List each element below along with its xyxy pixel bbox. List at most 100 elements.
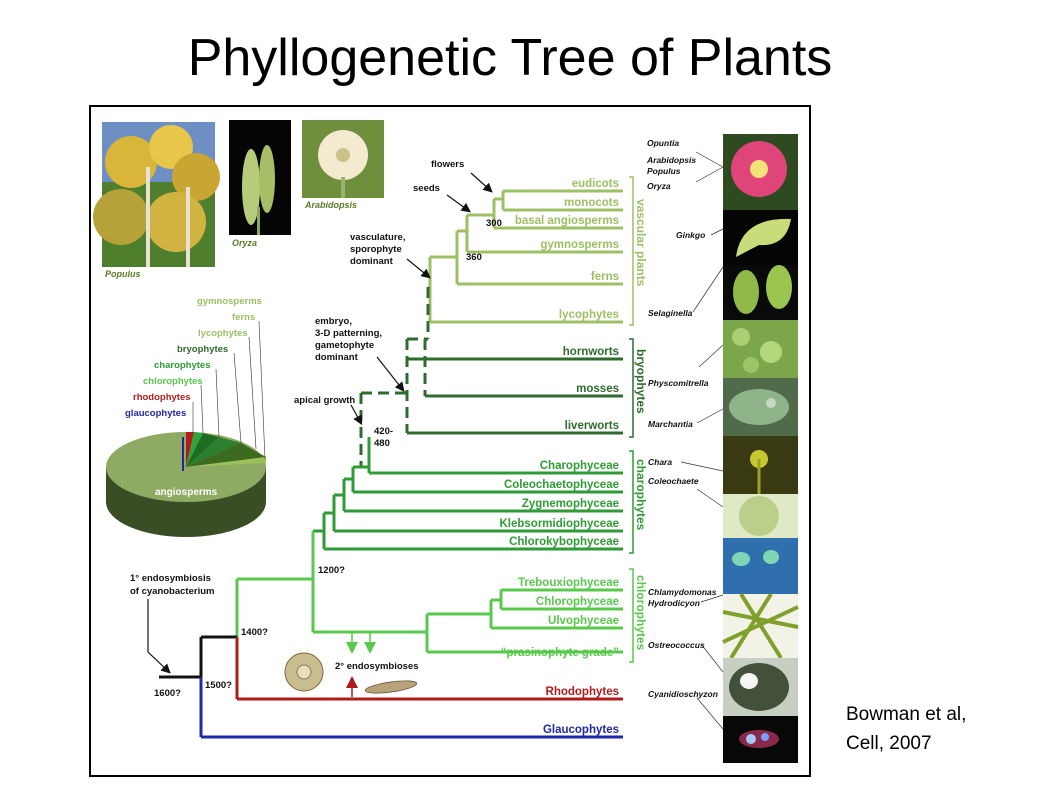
species-labels: Opuntia Arabidopsis Populus Oryza Ginkgo…	[646, 138, 718, 699]
species-pointer-lines	[680, 151, 724, 730]
arabidopsis-photo-label: Arabidopsis	[304, 200, 357, 210]
taxon-basal-angiosperms: basal angiosperms	[515, 215, 619, 227]
species-oryza: Oryza	[647, 181, 671, 191]
pie-legend-chlorophytes: chlorophytes	[143, 376, 203, 387]
group-chlorophytes: chlorophytes	[634, 575, 648, 651]
taxon-lycophytes: lycophytes	[559, 309, 619, 321]
date-420-line2: 480	[374, 438, 390, 449]
populus-photo-label: Populus	[105, 269, 141, 279]
taxon-labels: eudicots monocots basal angiosperms gymn…	[499, 178, 619, 736]
pie-legend-gymnosperms: gymnosperms	[197, 296, 262, 307]
species-selaginella: Selaginella	[648, 308, 693, 318]
node-dates: 300 360 420- 480 1200? 1400? 1500? 1600?	[154, 218, 502, 699]
pie-legend-charophytes: charophytes	[154, 360, 211, 371]
group-brackets	[629, 176, 634, 663]
taxon-zygnemophyceae: Zygnemophyceae	[522, 498, 619, 510]
annotation-embryo-line3: gametophyte	[315, 340, 374, 351]
photo-ostreococcus	[723, 658, 798, 716]
annotation-secondary-endosymbioses: 2° endosymbioses	[335, 661, 419, 672]
group-labels: vascular plants bryophytes charophytes c…	[634, 199, 648, 651]
species-ginkgo: Ginkgo	[676, 230, 705, 240]
group-charophytes: charophytes	[634, 459, 648, 531]
citation-line1: Bowman et al,	[846, 704, 967, 725]
photo-chlamydomonas	[723, 538, 798, 594]
species-hydrodicyon: Hydrodicyon	[648, 598, 700, 608]
species-populus: Populus	[647, 166, 681, 176]
photo-chara	[723, 436, 798, 494]
annotation-vasculature-line3: dominant	[350, 256, 394, 267]
species-marchantia: Marchantia	[648, 419, 693, 429]
pie-legend: gymnosperms ferns lycophytes bryophytes …	[125, 296, 262, 419]
taxon-rhodophytes: Rhodophytes	[546, 686, 619, 698]
slide-title: Phyllogenetic Tree of Plants	[187, 29, 833, 87]
date-300: 300	[486, 218, 502, 229]
endosymbiosis-arrows	[346, 631, 376, 697]
taxon-coleochaetophyceae: Coleochaetophyceae	[504, 479, 619, 491]
date-1600: 1600?	[154, 688, 181, 699]
oryza-photo-label: Oryza	[232, 238, 257, 248]
date-420-line1: 420-	[374, 426, 393, 437]
annotation-primary-endosymbiosis-line2: of cyanobacterium	[130, 586, 214, 597]
group-bryophytes: bryophytes	[634, 349, 648, 414]
annotation-embryo-line1: embryo,	[315, 316, 352, 327]
species-cyanidioschyzon: Cyanidioschyzon	[648, 689, 718, 699]
diatom-illustration	[284, 652, 324, 692]
species-opuntia: Opuntia	[647, 138, 679, 148]
taxon-mosses: mosses	[576, 383, 619, 395]
arabidopsis-photo	[302, 120, 384, 198]
pie-legend-glaucophytes: glaucophytes	[125, 408, 186, 419]
taxon-liverworts: liverworts	[565, 420, 619, 432]
annotation-seeds: seeds	[413, 183, 440, 194]
pie-legend-ferns: ferns	[232, 312, 255, 323]
date-1500: 1500?	[205, 680, 232, 691]
pie-legend-rhodophytes: rhodophytes	[133, 392, 191, 403]
taxon-eudicots: eudicots	[572, 178, 619, 190]
species-pie-chart	[106, 320, 266, 537]
photo-opuntia	[723, 134, 798, 210]
pie-legend-lycophytes: lycophytes	[198, 328, 248, 339]
photo-physcomitrella	[723, 320, 798, 378]
photo-ginkgo	[723, 210, 798, 265]
species-physcomitrella: Physcomitrella	[648, 378, 709, 388]
taxon-gymnosperms: gymnosperms	[540, 239, 619, 251]
annotation-vasculature-line1: vasculature,	[350, 232, 405, 243]
annotation-arrows	[147, 172, 493, 674]
taxon-klebsormidiophyceae: Klebsormidiophyceae	[499, 518, 619, 530]
annotation-vasculature-line2: sporophyte	[350, 244, 402, 255]
phylogeny-figure: Populus Oryza Arabidopsis gymnosperms fe…	[89, 105, 811, 777]
annotation-embryo-line4: dominant	[315, 352, 359, 363]
photo-coleochaete	[723, 494, 798, 538]
tree-branches	[159, 189, 623, 739]
annotation-apical-growth: apical growth	[294, 395, 355, 406]
populus-photo	[93, 122, 220, 267]
organism-photo-strip	[722, 134, 799, 763]
species-ostreococcus: Ostreococcus	[648, 640, 705, 650]
taxon-hornworts: hornworts	[563, 346, 619, 358]
phylogeny-svg: Populus Oryza Arabidopsis gymnosperms fe…	[93, 120, 799, 763]
euglenoid-illustration	[364, 680, 418, 694]
species-coleochaete: Coleochaete	[648, 476, 699, 486]
citation: Bowman et al, Cell, 2007	[846, 700, 966, 758]
photo-hydrodicyon	[722, 592, 799, 660]
taxon-glaucophytes: Glaucophytes	[543, 724, 619, 736]
photo-cyanidioschyzon	[723, 716, 798, 763]
oryza-photo	[229, 120, 291, 235]
annotation-primary-endosymbiosis-line1: 1° endosymbiosis	[130, 573, 211, 584]
species-chara: Chara	[648, 457, 672, 467]
group-vascular-plants: vascular plants	[634, 199, 648, 287]
date-360: 360	[466, 252, 482, 263]
species-arabidopsis: Arabidopsis	[646, 155, 696, 165]
pie-angiosperms-label: angiosperms	[155, 487, 218, 498]
taxon-charophyceae: Charophyceae	[540, 460, 619, 472]
taxon-prasinophyte-grade: “prasinophyte grade”	[501, 647, 619, 659]
citation-line2: Cell, 2007	[846, 733, 932, 754]
taxon-ferns: ferns	[591, 271, 619, 283]
annotation-flowers: flowers	[431, 159, 464, 170]
photo-selaginella	[723, 265, 798, 320]
species-chlamydomonas: Chlamydomonas	[648, 587, 717, 597]
annotation-labels: flowers seeds vasculature, sporophyte do…	[130, 159, 464, 672]
photo-marchantia	[723, 378, 798, 436]
taxon-ulvophyceae: Ulvophyceae	[548, 615, 619, 627]
taxon-chlorokybophyceae: Chlorokybophyceae	[509, 536, 619, 548]
annotation-embryo-line2: 3-D patterning,	[315, 328, 382, 339]
